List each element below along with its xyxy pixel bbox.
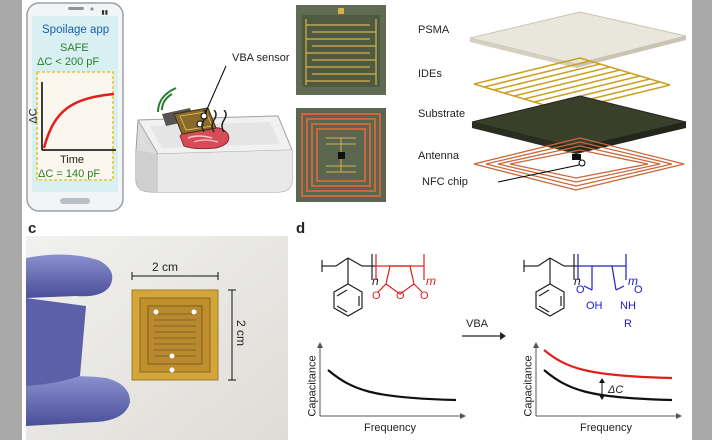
ring-oxygen-left: O [372,290,381,302]
phone-app-title: Spoilage app [42,24,110,36]
amide-nh-label: NH [620,300,636,312]
left-subscript-m: m [426,274,436,288]
phone-status: SAFE [60,42,89,54]
ide-electrode-photo [296,5,386,95]
sensor-photo-held-in-glove [26,236,288,440]
right-plot-x-label: Frequency [580,422,632,434]
layer-label-ides: IDEs [418,68,442,80]
layer-label-antenna: Antenna [418,150,459,162]
phone-y-axis-label: ΔC [27,108,40,124]
psma-structure-left [321,254,425,317]
layer-label-psma: PSMA [418,24,450,36]
smartphone-illustration: ▮▮ [26,2,124,212]
panel-letter-c: c [28,220,37,237]
panel-letter-d: d [296,220,306,237]
photo-height-label: 2 cm [234,319,249,347]
photo-width-label: 2 cm [152,260,179,274]
right-subscript-m: m [628,274,638,288]
left-plot-x-label: Frequency [364,422,416,434]
layer-label-substrate: Substrate [418,108,466,120]
ring-oxygen-right: O [420,290,429,302]
right-plot-y-label: Capacitance [522,355,535,417]
reaction-arrow-icon [462,332,506,340]
left-subscript-n: n [372,274,379,288]
carbonyl-oxygen-left: O [576,284,585,296]
phone-threshold: ΔC < 200 pF [37,56,100,68]
exploded-layer-stack [469,11,687,191]
capacitance-plot-right [533,342,682,419]
hydroxyl-label: OH [586,300,603,312]
capacitance-plot-left [317,342,466,419]
phone-reading: ΔC = 140 pF [38,168,101,180]
phone-x-axis-label: Time [60,154,85,166]
ring-oxygen-bottom: O [396,290,405,302]
reaction-arrow-label: VBA [466,318,489,330]
carbonyl-oxygen-right: O [634,284,643,296]
layer-label-nfc-chip: NFC chip [422,176,468,188]
vba-sensor-label: VBA sensor [232,52,290,64]
left-plot-y-label: Capacitance [306,355,319,417]
psma-vba-structure-right [523,254,627,317]
svg-text:▮▮: ▮▮ [101,10,108,16]
r-group-label: R [624,318,632,330]
antenna-coil-photo [296,108,386,202]
sensor-callout-line [200,65,227,120]
right-margin-bar [692,0,712,440]
delta-c-label: ΔC [608,384,624,396]
right-subscript-n: n [574,274,581,288]
left-margin-bar [0,0,22,440]
phone-curve-plot [41,82,116,151]
